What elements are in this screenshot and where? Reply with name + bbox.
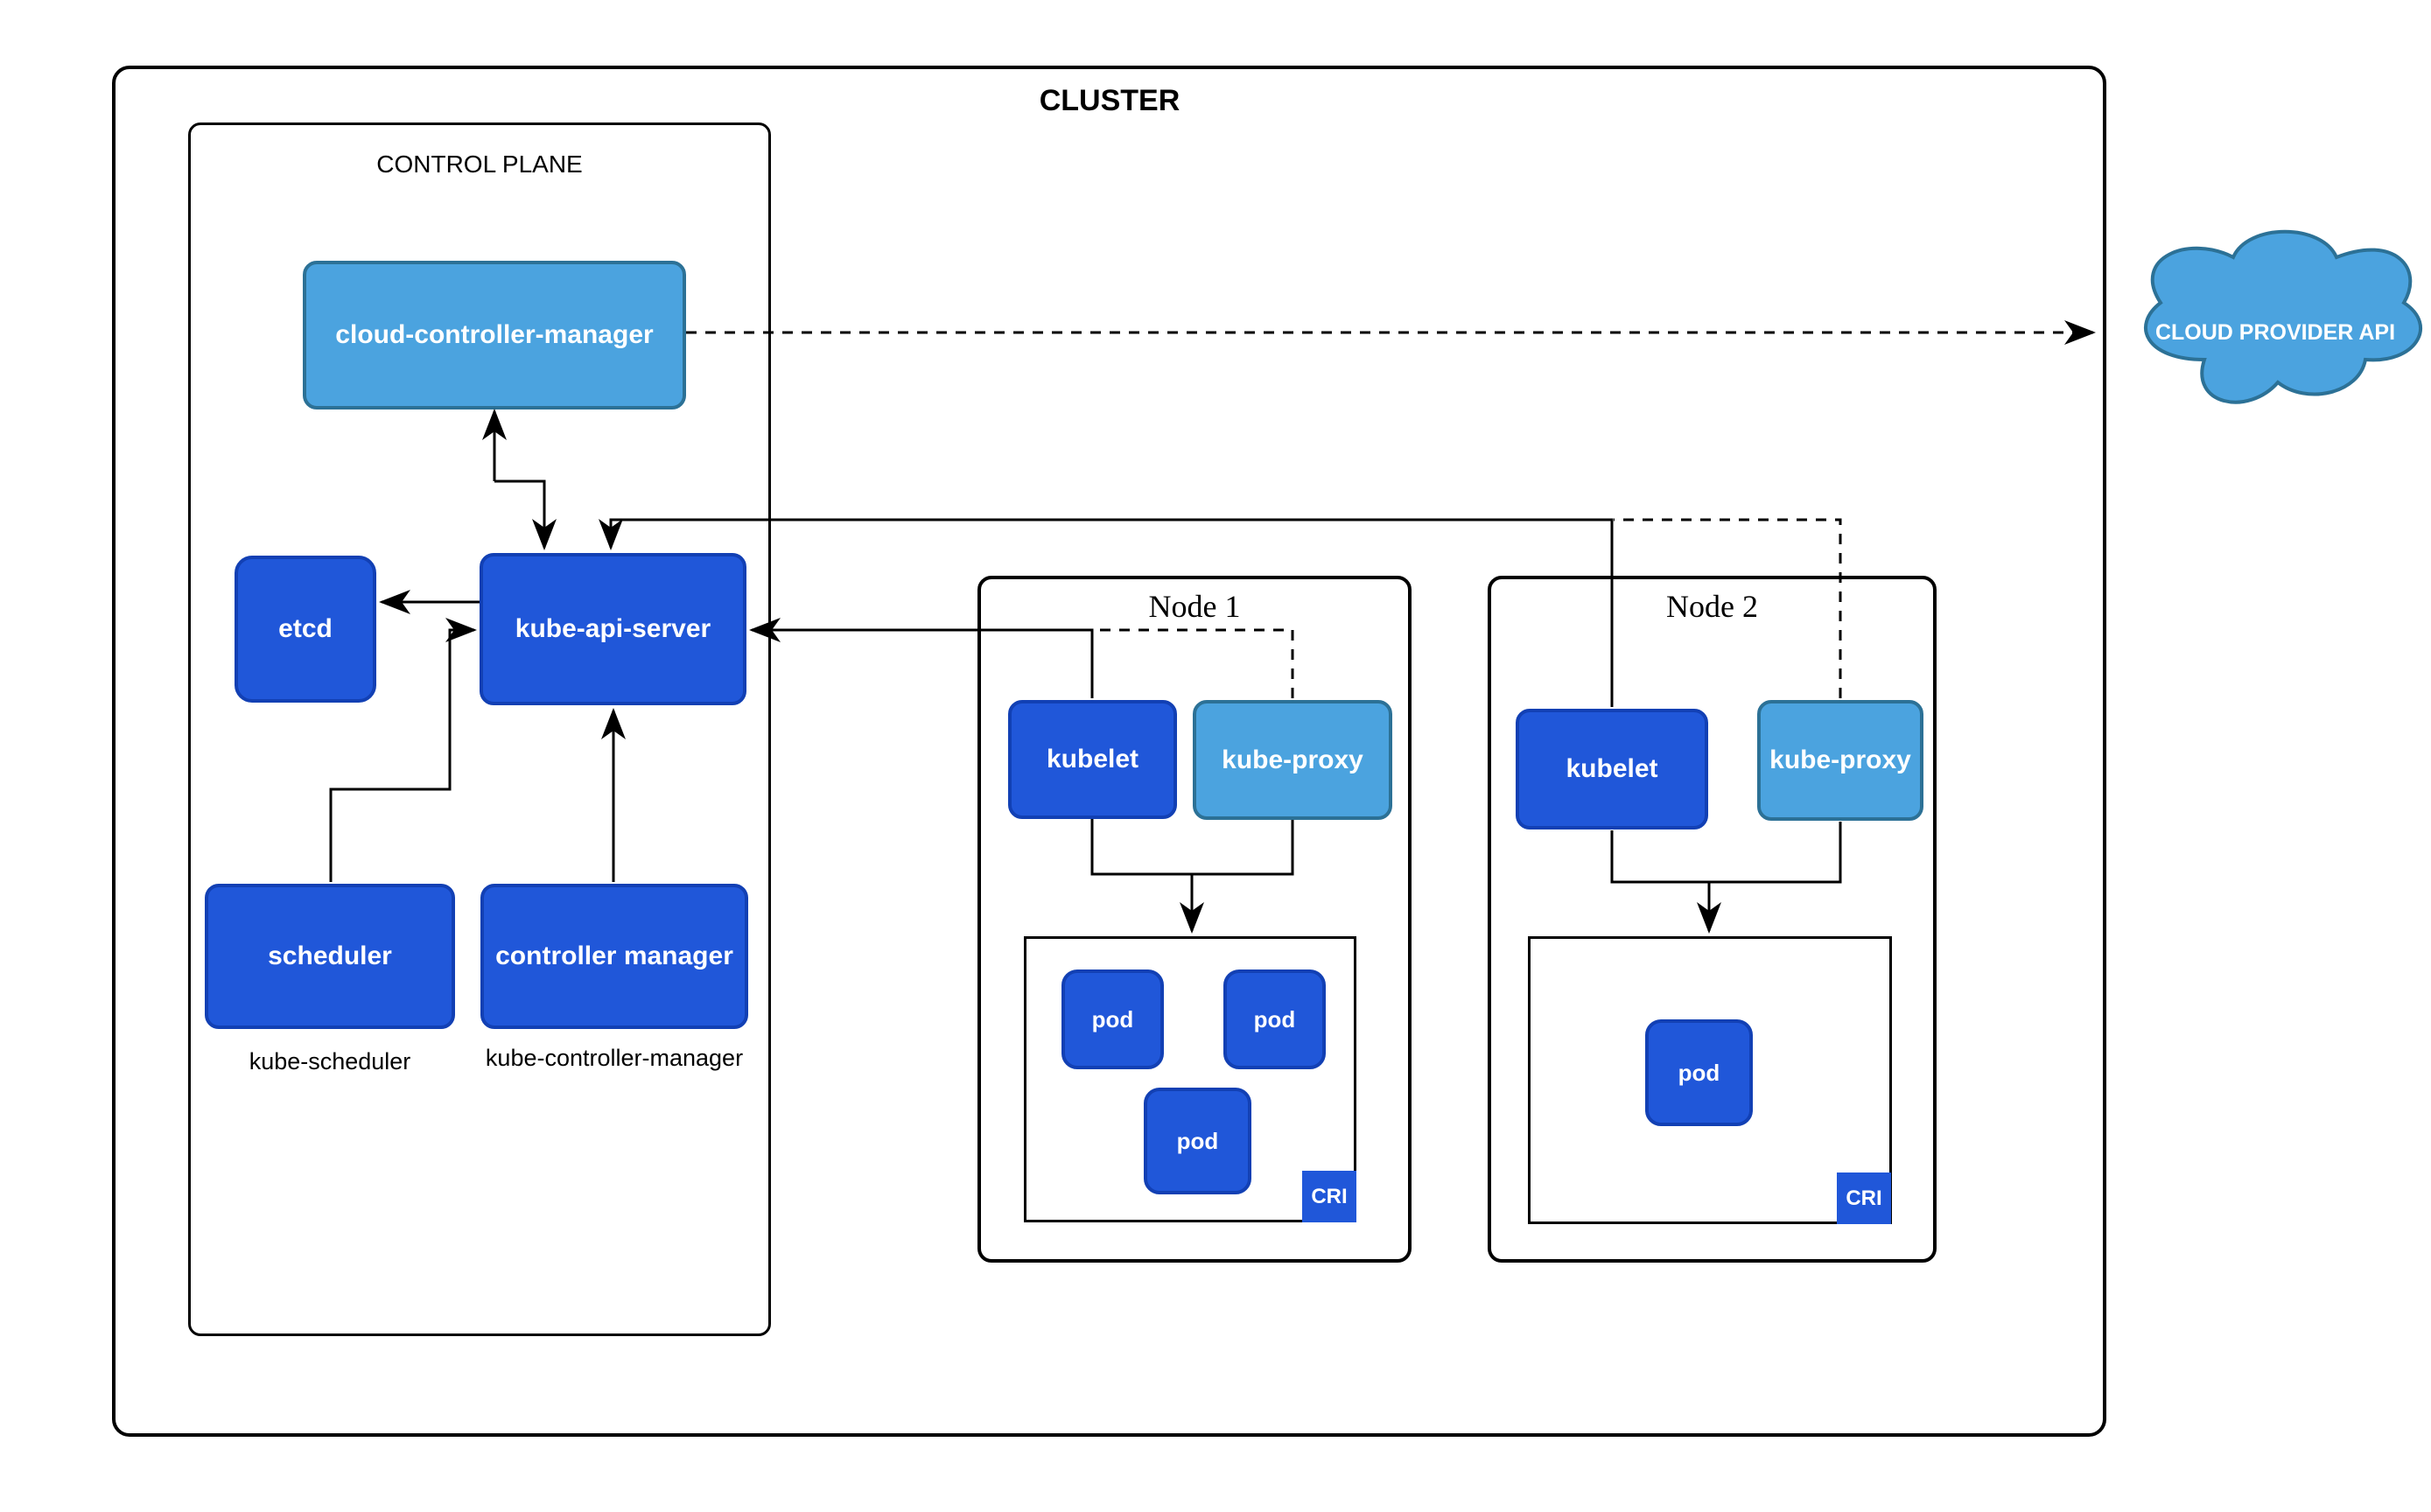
node1-pods-box [1024, 936, 1356, 1222]
kube-api-server-box: kube-api-server [480, 553, 746, 705]
node1-pod-2-label: pod [1253, 1005, 1296, 1032]
etcd-label: etcd [278, 614, 333, 643]
node1-kube-proxy-box: kube-proxy [1193, 700, 1392, 820]
kube-api-server-label: kube-api-server [515, 614, 711, 643]
node1-pod-3-label: pod [1176, 1127, 1219, 1154]
control-plane-box [188, 122, 771, 1336]
etcd-box: etcd [235, 556, 376, 703]
node1-title: Node 1 [1148, 589, 1241, 624]
control-plane-title: CONTROL PLANE [376, 150, 583, 178]
scheduler-label: scheduler [268, 942, 392, 970]
kube-scheduler-sublabel: kube-scheduler [249, 1048, 411, 1074]
node1-kubelet-label: kubelet [1046, 745, 1139, 774]
node1-pod-1-label: pod [1091, 1005, 1134, 1032]
node1-pod-2: pod [1223, 970, 1326, 1069]
kube-controller-manager-sublabel: kube-controller-manager [485, 1045, 744, 1071]
cloud-controller-manager-box: cloud-controller-manager [303, 261, 686, 410]
scheduler-box: scheduler [205, 884, 455, 1029]
node2-kubelet-box: kubelet [1516, 709, 1708, 830]
node2-pods-box [1528, 936, 1892, 1224]
node1-pod-3: pod [1144, 1088, 1251, 1194]
cluster-box [112, 66, 2106, 1437]
node2-kube-proxy-label: kube-proxy [1769, 746, 1911, 774]
cluster-title: CLUSTER [1039, 84, 1180, 117]
controller-manager-label: controller manager [495, 942, 733, 970]
node2-pod-1: pod [1645, 1019, 1753, 1126]
node1-pod-1: pod [1061, 970, 1164, 1069]
controller-manager-box: controller manager [480, 884, 748, 1029]
node1-kubelet-box: kubelet [1008, 700, 1177, 819]
cloud-provider-api-label: CLOUD PROVIDER API [2154, 320, 2396, 345]
node2-kube-proxy-box: kube-proxy [1757, 700, 1923, 821]
node1-kube-proxy-label: kube-proxy [1222, 745, 1363, 774]
node2-title: Node 2 [1666, 589, 1758, 624]
cloud-controller-manager-label: cloud-controller-manager [335, 320, 654, 349]
node2-cri-badge: CRI [1837, 1172, 1891, 1224]
cloud-provider-api-shape [2144, 229, 2422, 404]
node2-pod-1-label: pod [1678, 1059, 1720, 1086]
node2-kubelet-label: kubelet [1566, 754, 1658, 783]
node1-cri-badge: CRI [1302, 1171, 1356, 1222]
